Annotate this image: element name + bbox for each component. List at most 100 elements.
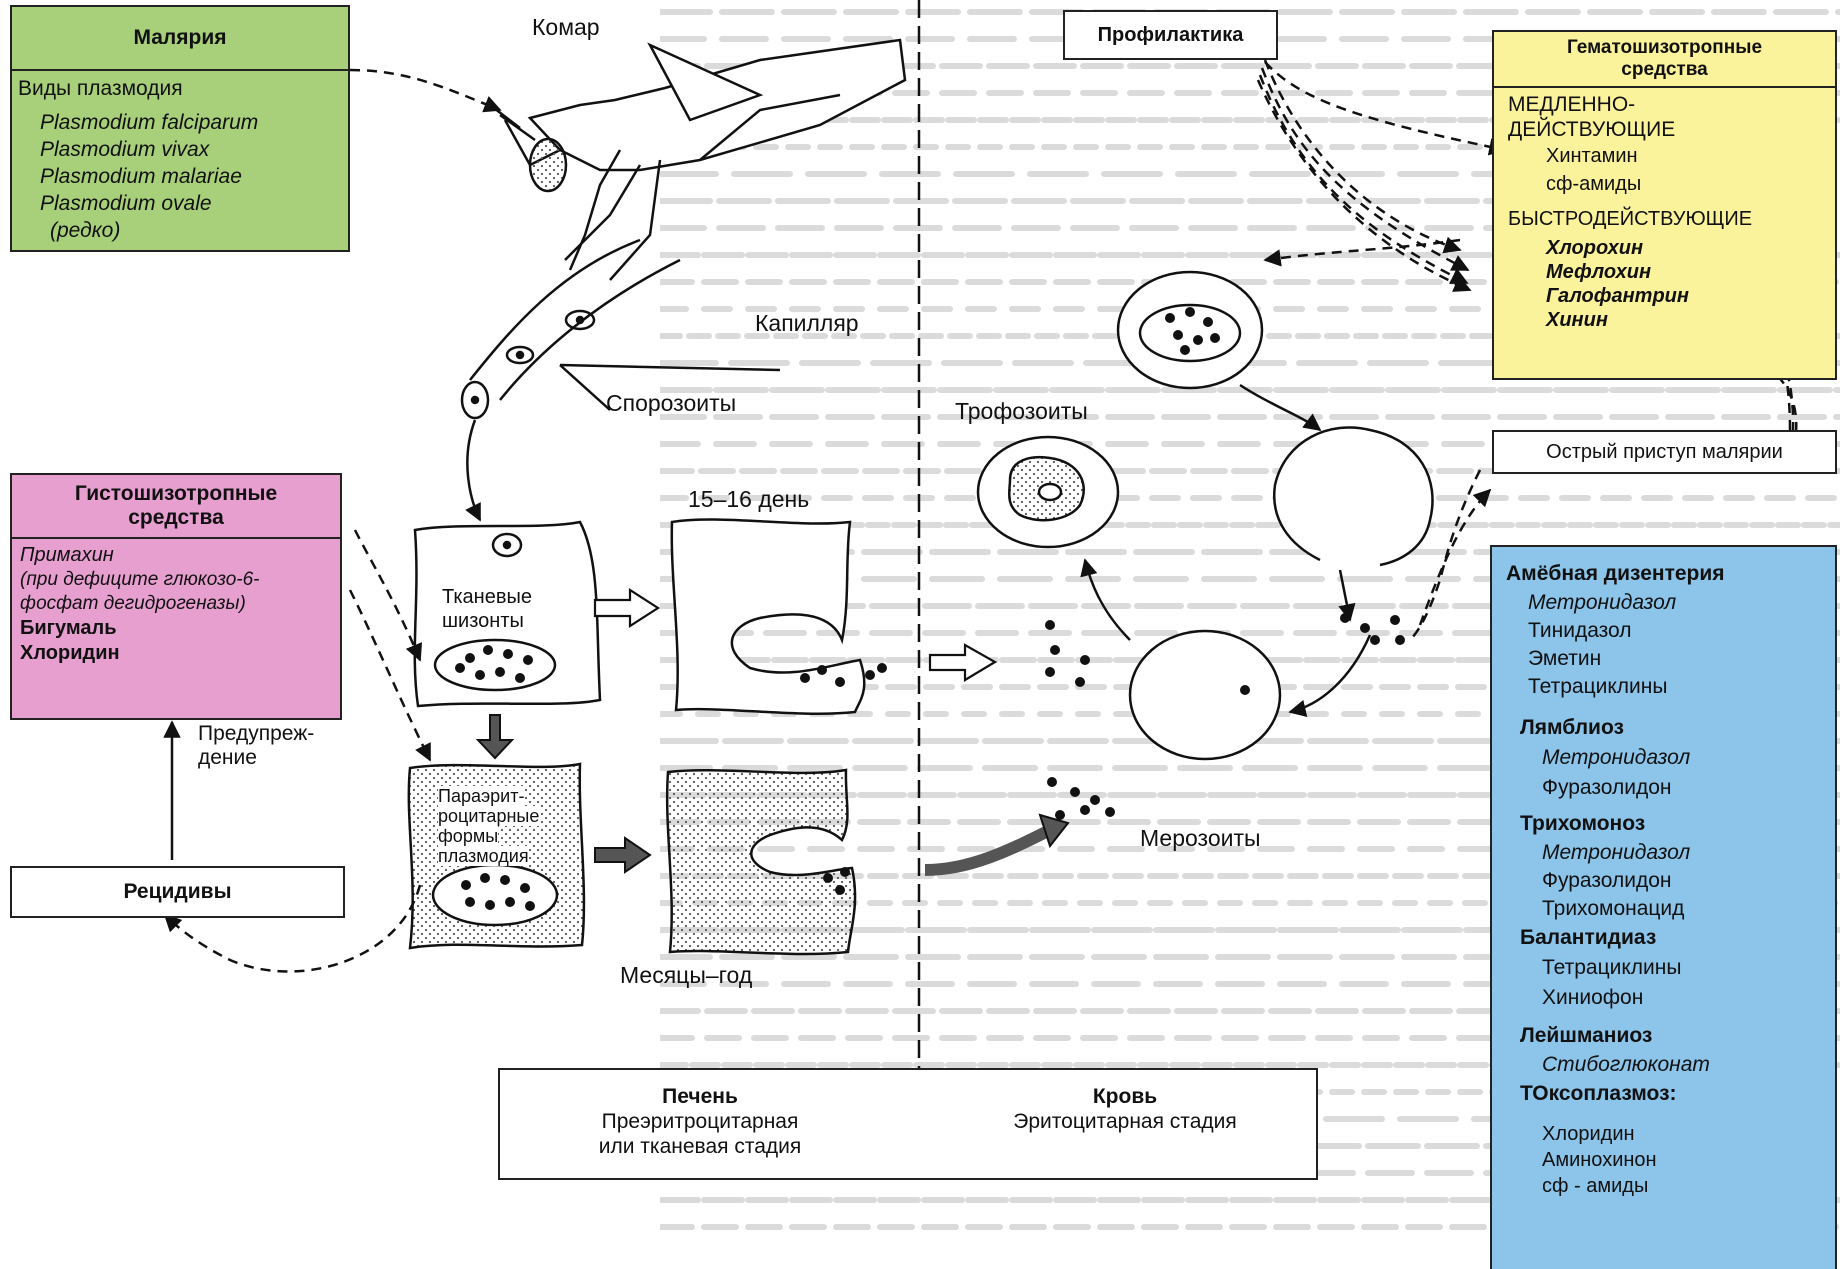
mosquito-drawing — [489, 38, 907, 281]
parasite-dot — [485, 900, 495, 910]
disease-drug: сф - амиды — [1542, 1175, 1649, 1197]
species-item: Plasmodium vivax — [40, 138, 210, 161]
disease-drug: Тетрациклины — [1542, 956, 1682, 979]
parasite-dot — [835, 885, 845, 895]
parasite-dot — [1203, 317, 1213, 327]
slow-drug: сф-амиды — [1546, 173, 1642, 195]
disease-drug: Метронидазол — [1528, 591, 1677, 614]
parasite-dot — [835, 677, 845, 687]
species-item: Plasmodium falciparum — [40, 111, 259, 134]
day-label: 15–16 день — [688, 486, 810, 512]
parasite-dot — [1045, 620, 1055, 630]
malaria-box: Малярия Виды плазмодия Plasmodium falcip… — [10, 5, 350, 252]
disease-name: Амёбная дизентерия — [1506, 562, 1725, 585]
hemato-title: Гематошизотропные — [1566, 37, 1763, 58]
disease-drug: Тинидазол — [1528, 619, 1632, 642]
parasite-dot — [1105, 807, 1115, 817]
liver-title: Печень — [662, 1085, 738, 1108]
prevention-label: Предупреж- — [198, 722, 315, 745]
paraerythrocytic-label: Параэрит- — [438, 786, 525, 806]
parasite-dot — [1370, 635, 1380, 645]
parasite-dot — [480, 873, 490, 883]
acute-attack-label: Острый приступ малярии — [1546, 440, 1783, 463]
blood-title: Кровь — [1092, 1085, 1158, 1108]
disease-name: Лямблиоз — [1520, 716, 1624, 739]
slow-drug: Хинтамин — [1546, 145, 1638, 167]
parasite-dot — [1090, 795, 1100, 805]
relapses-box: Рецидивы — [10, 866, 345, 918]
liver-cell-day15 — [670, 518, 866, 715]
histo-note: (при дефиците глюкозо-6- — [20, 569, 260, 590]
parasite-dot — [465, 653, 475, 663]
relapses-label: Рецидивы — [123, 880, 232, 903]
parasite-dot — [1165, 313, 1175, 323]
parasite-dot — [1240, 685, 1250, 695]
paraerythrocytic-label: формы — [438, 826, 499, 846]
parasite-dot — [1070, 787, 1080, 797]
hemato-drugs-box: Гематошизотропные средства МЕДЛЕННО- ДЕЙ… — [1492, 30, 1837, 380]
paraerythrocytic-label: плазмодия — [438, 846, 529, 866]
paraerythrocytic-label: роцитарные — [438, 806, 540, 826]
hemato-title-bar: Гематошизотропные средства — [1494, 32, 1835, 88]
histo-title: Гистошизотропные — [74, 482, 278, 505]
fast-drug: Мефлохин — [1546, 261, 1652, 283]
parasite-dot — [823, 873, 833, 883]
liver-stage: Преэритроцитарная — [601, 1110, 799, 1133]
parasite-dot — [1055, 810, 1065, 820]
disease-drug: Хиниофон — [1542, 986, 1644, 1009]
disease-drug: Метронидазол — [1542, 841, 1691, 864]
species-item: (редко) — [50, 219, 121, 242]
malaria-subtitle: Виды плазмодия — [18, 77, 183, 100]
acute-attack-box: Острый приступ малярии — [1492, 430, 1837, 474]
disease-drug: Фуразолидон — [1542, 869, 1672, 892]
liver-cell-tissue-schizont — [413, 520, 602, 708]
histo-drug: Бигумаль — [20, 617, 117, 639]
parasite-dot — [1045, 667, 1055, 677]
parasite-dot — [1080, 655, 1090, 665]
parasite-dot — [1050, 645, 1060, 655]
parasite-dot — [1173, 330, 1183, 340]
parasite-dot — [495, 667, 505, 677]
liver-stage: или тканевая стадия — [598, 1135, 802, 1158]
parasite-dot — [483, 645, 493, 655]
fast-acting-heading: БЫСТРОДЕЙСТВУЮЩИЕ — [1508, 208, 1753, 230]
histo-title-bar: Гистошизотропные средства — [12, 475, 340, 539]
disease-drug: Метронидазол — [1542, 746, 1691, 769]
histo-drug: Примахин — [20, 544, 114, 566]
parasite-dot — [503, 649, 513, 659]
parasite-dot — [1075, 677, 1085, 687]
parasite-dot — [515, 673, 525, 683]
parasite-dot — [520, 883, 530, 893]
stages-box: Печень Преэритроцитарная или тканевая ст… — [498, 1068, 1318, 1180]
trophozoites-label: Трофозоиты — [955, 398, 1088, 424]
disease-name: ТОксоплазмоз: — [1520, 1082, 1677, 1105]
species-item: Plasmodium malariae — [40, 165, 242, 188]
liver-cell-months — [665, 768, 857, 956]
fast-drug: Хинин — [1546, 309, 1608, 331]
parasite-dot — [1185, 307, 1195, 317]
fast-drug: Галофантрин — [1546, 285, 1689, 307]
fast-drug: Хлорохин — [1546, 237, 1644, 259]
parasite-dot — [461, 880, 471, 890]
disease-drug: Тетрациклины — [1528, 675, 1668, 698]
capillary-label: Капилляр — [755, 310, 859, 336]
parasite-dot — [865, 670, 875, 680]
malaria-title-bar: Малярия — [12, 7, 348, 71]
disease-drug: Стибоглюконат — [1542, 1053, 1710, 1076]
tissue-schizonts-label: шизонты — [442, 610, 524, 632]
disease-drug: Аминохинон — [1542, 1149, 1657, 1171]
parasite-dot — [1080, 805, 1090, 815]
species-item: Plasmodium ovale — [40, 192, 212, 215]
erythrocytic-cycle — [976, 270, 1434, 761]
disease-name: Балантидиаз — [1520, 926, 1657, 949]
parasite-dot — [817, 665, 827, 675]
mosquito-label: Комар — [532, 14, 600, 40]
parasite-dot — [1180, 345, 1190, 355]
parasite-dot — [1193, 335, 1203, 345]
parasite-dot — [505, 897, 515, 907]
prophylaxis-box: Профилактика — [1063, 10, 1278, 60]
parasite-dot — [1390, 615, 1400, 625]
disease-drug: Трихомонацид — [1542, 897, 1685, 920]
parasite-dot — [455, 663, 465, 673]
histo-note: фосфат дегидрогеназы) — [20, 593, 246, 614]
